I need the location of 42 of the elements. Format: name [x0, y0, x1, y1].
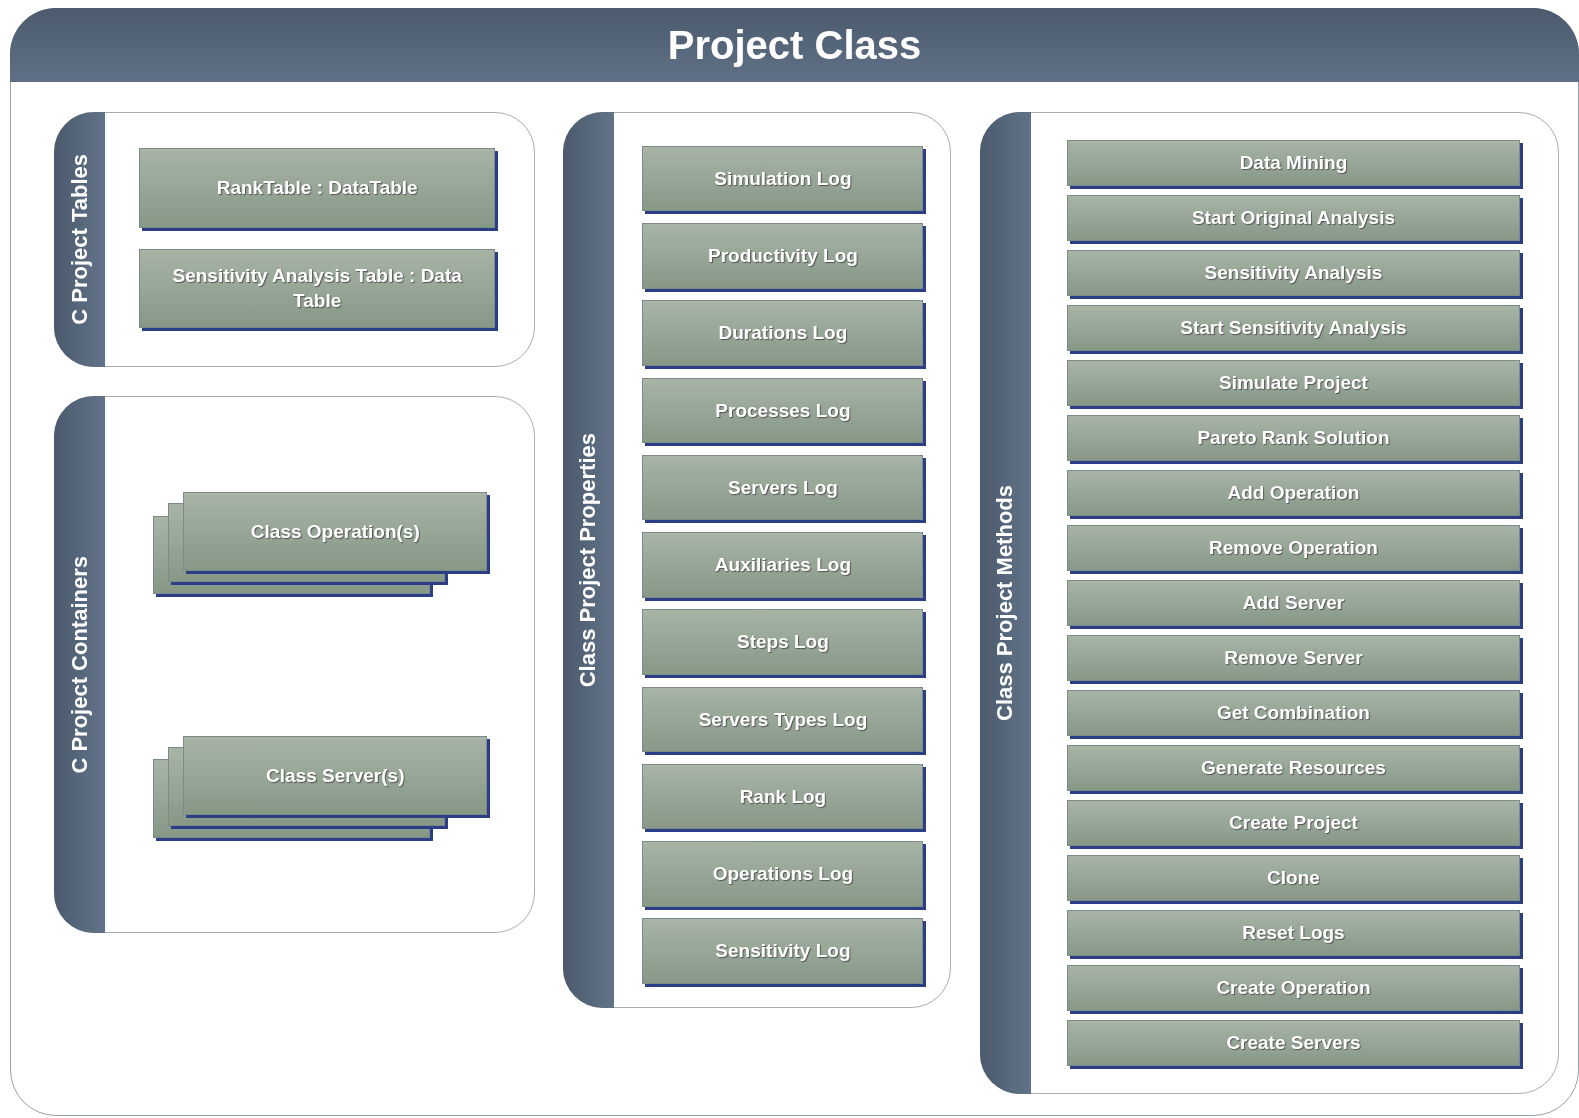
panel-background [979, 111, 1559, 1094]
table-box: RankTable : DataTable [138, 148, 496, 228]
property-box: Servers Log [642, 454, 924, 521]
method-box: Sensitivity Analysis [1067, 249, 1520, 297]
property-box: Steps Log [642, 609, 924, 675]
method-box: Reset Logs [1067, 909, 1520, 956]
property-box: Auxiliaries Log [642, 532, 924, 598]
method-box: Add Operation [1067, 469, 1520, 517]
property-box: Processes Log [642, 377, 924, 444]
method-box: Data Mining [1067, 139, 1520, 187]
panel-heading: Class Project Methods [992, 484, 1019, 721]
property-box: Productivity Log [642, 223, 924, 289]
property-box: Servers Types Log [642, 686, 924, 753]
method-box: Start Original Analysis [1067, 194, 1520, 242]
property-box: Operations Log [642, 841, 924, 907]
table-box: Sensitivity Analysis Table : Data Table [138, 248, 496, 329]
method-box: Remove Operation [1067, 524, 1520, 572]
panel-heading: C Project Tables [66, 153, 93, 325]
method-box: Generate Resources [1067, 744, 1520, 792]
panel-background [54, 395, 535, 934]
property-box: Simulation Log [642, 145, 924, 212]
method-box: Pareto Rank Solution [1067, 414, 1520, 462]
method-box: Create Servers [1067, 1019, 1520, 1066]
panel-heading: C Project Containers [66, 555, 93, 774]
property-box: Rank Log [642, 763, 924, 830]
container-box: Class Server(s) [183, 736, 488, 815]
method-box: Start Sensitivity Analysis [1067, 304, 1520, 352]
panel-background [54, 111, 535, 367]
property-box: Sensitivity Log [642, 918, 924, 984]
method-box: Get Combination [1067, 689, 1520, 737]
method-box: Simulate Project [1067, 359, 1520, 407]
panel-background [562, 111, 951, 1008]
method-box: Create Operation [1067, 964, 1520, 1011]
class-frame [10, 8, 1579, 1116]
property-box: Durations Log [642, 300, 924, 366]
method-box: Create Project [1067, 799, 1520, 847]
frame-heading: Project Class [667, 22, 922, 68]
method-box: Add Server [1067, 579, 1520, 627]
method-box: Remove Server [1067, 634, 1520, 682]
method-box: Clone [1067, 854, 1520, 902]
container-box: Class Operation(s) [183, 492, 488, 571]
panel-heading: Class Project Properties [575, 432, 602, 688]
